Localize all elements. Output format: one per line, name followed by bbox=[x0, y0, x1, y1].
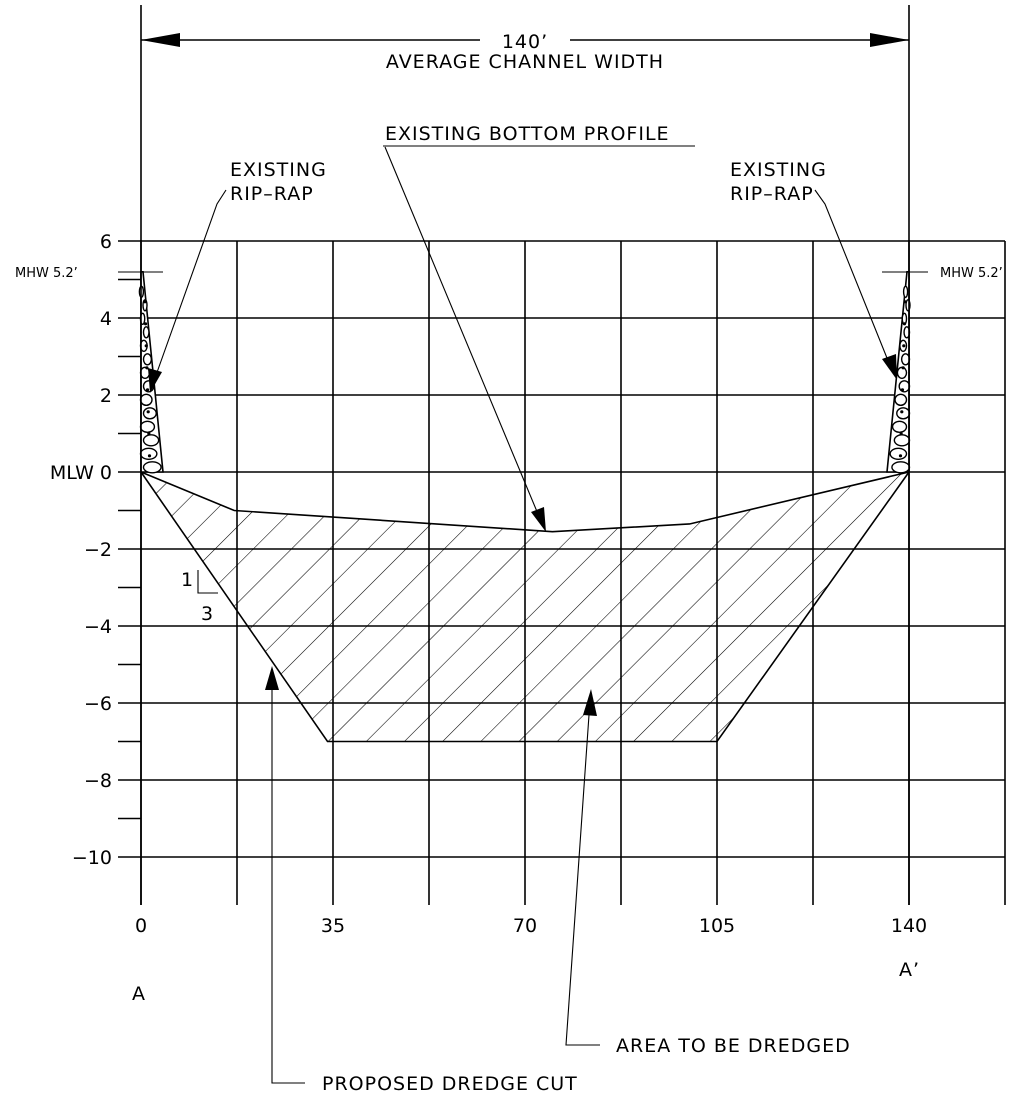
existing-bottom-profile-label: EXISTING BOTTOM PROFILE bbox=[385, 123, 670, 145]
riprap-right-bank bbox=[886, 270, 911, 474]
riprap-stone bbox=[139, 393, 153, 406]
riprap-stone bbox=[898, 454, 903, 458]
riprap-stone bbox=[900, 410, 904, 414]
mhw-left-label: MHW 5.2’ bbox=[15, 266, 78, 281]
riprap-stone bbox=[893, 434, 911, 447]
existing-bottom-profile-arrowhead bbox=[531, 507, 546, 532]
riprap-stone bbox=[145, 388, 150, 392]
riprap-stone bbox=[894, 393, 908, 406]
section-end-label: A’ bbox=[899, 959, 920, 981]
channel-width-value: 140’ bbox=[502, 31, 548, 53]
riprap-right-line2: RIP–RAP bbox=[730, 183, 814, 205]
existing-bottom-profile-line bbox=[140, 471, 910, 533]
riprap-left-callout: EXISTING RIP–RAP bbox=[148, 159, 327, 393]
slope-rise: 1 bbox=[181, 569, 193, 591]
riprap-stone bbox=[139, 420, 156, 433]
riprap-stone bbox=[142, 326, 150, 339]
riprap-stone bbox=[900, 388, 905, 392]
section-start-label: A bbox=[132, 983, 146, 1005]
mhw-marker-left: MHW 5.2’ bbox=[15, 266, 163, 281]
proposed-dredge-cut-label: PROPOSED DREDGE CUT bbox=[322, 1073, 578, 1095]
channel-width-label: AVERAGE CHANNEL WIDTH bbox=[386, 51, 664, 73]
area-to-be-dredged-label: AREA TO BE DREDGED bbox=[616, 1035, 851, 1057]
station-axis-labels: 0 35 70 105 140 bbox=[135, 915, 927, 937]
riprap-stone bbox=[143, 322, 148, 326]
riprap-stone bbox=[891, 461, 911, 474]
station-tick-label: 0 bbox=[135, 915, 147, 937]
elevation-grid bbox=[118, 240, 1006, 905]
dimension-arrow-left bbox=[141, 33, 180, 47]
riprap-stone bbox=[898, 380, 911, 393]
riprap-left-arrowhead bbox=[148, 368, 162, 393]
riprap-stone bbox=[896, 366, 908, 379]
riprap-stone bbox=[142, 407, 157, 420]
riprap-stone bbox=[146, 410, 150, 414]
channel-width-dimension: 140’ AVERAGE CHANNEL WIDTH bbox=[140, 5, 910, 905]
station-tick-label: 70 bbox=[513, 915, 537, 937]
riprap-right-line1: EXISTING bbox=[730, 159, 827, 181]
riprap-stone bbox=[143, 300, 147, 304]
riprap-stone bbox=[889, 447, 908, 460]
elevation-tick-label: 4 bbox=[100, 308, 112, 330]
riprap-left-line1: EXISTING bbox=[230, 159, 327, 181]
station-tick-label: 35 bbox=[321, 915, 345, 937]
mhw-marker-right: MHW 5.2’ bbox=[882, 266, 1003, 281]
riprap-stone bbox=[147, 454, 152, 458]
riprap-stone bbox=[903, 300, 907, 304]
station-tick-label: 140 bbox=[891, 915, 927, 937]
riprap-stone bbox=[144, 344, 148, 348]
station-tick-label: 105 bbox=[699, 915, 735, 937]
elevation-tick-label: −6 bbox=[84, 693, 112, 715]
elevation-tick-label: MLW 0 bbox=[50, 462, 112, 484]
riprap-stone bbox=[147, 432, 151, 436]
existing-bottom-profile-callout: EXISTING BOTTOM PROFILE bbox=[383, 123, 695, 532]
riprap-left-line2: RIP–RAP bbox=[230, 183, 314, 205]
riprap-stone bbox=[902, 322, 907, 326]
riprap-stone bbox=[901, 366, 905, 370]
proposed-dredge-cut-line bbox=[140, 471, 910, 743]
elevation-tick-label: 2 bbox=[100, 385, 112, 407]
riprap-stone bbox=[142, 434, 160, 447]
proposed-dredge-cut-arrowhead bbox=[265, 666, 279, 690]
riprap-stone bbox=[902, 344, 906, 348]
riprap-stone bbox=[139, 447, 158, 460]
slope-run: 3 bbox=[201, 603, 213, 625]
proposed-dredge-cut-callout: PROPOSED DREDGE CUT bbox=[265, 666, 578, 1095]
riprap-stone bbox=[142, 461, 162, 474]
area-to-be-dredged-callout: AREA TO BE DREDGED bbox=[565, 689, 851, 1057]
area-to-be-dredged-arrowhead bbox=[583, 689, 597, 716]
riprap-stone bbox=[896, 407, 911, 420]
elevation-tick-label: −2 bbox=[84, 539, 112, 561]
riprap-stone bbox=[142, 353, 153, 366]
dimension-arrow-right bbox=[870, 33, 909, 47]
elevation-tick-label: 6 bbox=[100, 231, 112, 253]
riprap-stone bbox=[899, 432, 903, 436]
riprap-stone bbox=[902, 285, 909, 298]
riprap-stone bbox=[891, 420, 908, 433]
slope-indicator: 1 3 bbox=[181, 569, 218, 625]
riprap-stone bbox=[145, 366, 149, 370]
elevation-tick-label: −10 bbox=[72, 847, 112, 869]
riprap-right-callout: EXISTING RIP–RAP bbox=[730, 159, 897, 380]
riprap-right-arrowhead bbox=[882, 354, 897, 380]
elevation-tick-label: −4 bbox=[84, 616, 112, 638]
elevation-tick-label: −8 bbox=[84, 770, 112, 792]
mhw-right-label: MHW 5.2’ bbox=[940, 266, 1003, 281]
